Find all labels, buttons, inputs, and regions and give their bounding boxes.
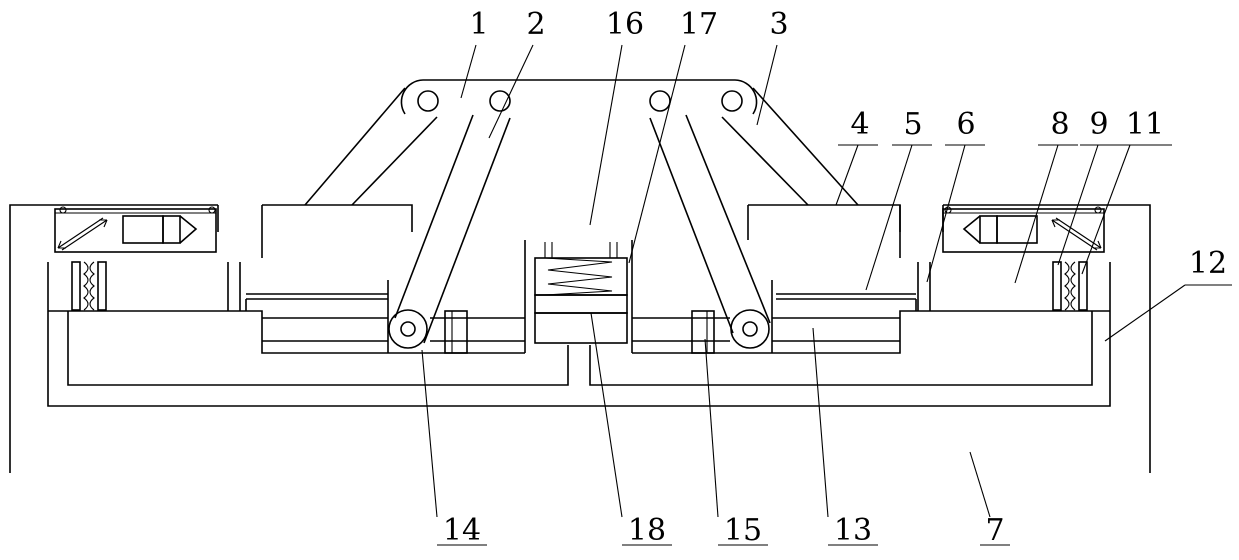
label-2: 2 — [526, 7, 545, 42]
label-7: 7 — [985, 513, 1004, 548]
inner-links — [388, 114, 771, 349]
outer-housing — [9, 204, 1151, 473]
pivot-pin-left-inner — [489, 90, 511, 112]
guide-block-left — [444, 310, 468, 354]
pivot-pin-left-outer — [417, 90, 439, 112]
rods-and-blocks — [430, 310, 730, 354]
posts — [47, 262, 1111, 311]
pivot-pin-right-inner — [649, 90, 671, 112]
label-1: 1 — [469, 7, 488, 42]
label-15: 15 — [724, 513, 762, 548]
label-11: 11 — [1126, 107, 1164, 142]
right-spring-small — [1052, 261, 1088, 311]
top-plate — [400, 79, 758, 115]
sliding-bars — [245, 280, 917, 353]
base-frame — [47, 310, 1111, 407]
label-5: 5 — [903, 107, 922, 142]
guide-block-right — [691, 310, 715, 354]
leader-lines — [421, 44, 1186, 518]
right-chamber — [942, 206, 1105, 253]
label-13: 13 — [834, 513, 872, 548]
label-9: 9 — [1089, 107, 1108, 142]
left-spring-small — [71, 261, 107, 311]
central-cylinder — [524, 240, 633, 353]
label-6: 6 — [956, 107, 975, 142]
label-3: 3 — [769, 7, 788, 42]
label-14: 14 — [443, 513, 481, 548]
outer-links — [304, 87, 859, 206]
label-12: 12 — [1189, 246, 1227, 281]
label-16: 16 — [606, 7, 644, 42]
label-8: 8 — [1050, 107, 1069, 142]
left-chamber — [54, 206, 217, 253]
label-17: 17 — [680, 7, 718, 42]
label-18: 18 — [628, 513, 666, 548]
label-underlines — [437, 144, 1232, 546]
pivot-pin-right-outer — [721, 90, 743, 112]
label-4: 4 — [850, 107, 869, 142]
